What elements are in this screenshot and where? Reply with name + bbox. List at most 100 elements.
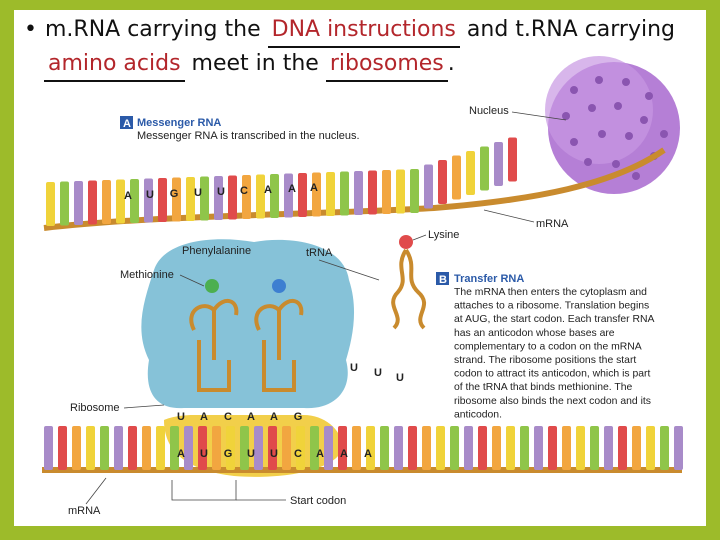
- slide: •m.RNA carrying the DNA instructions and…: [14, 10, 706, 526]
- mrna-bottom-tooth: [632, 426, 641, 470]
- mrna-bottom-tooth: [618, 426, 627, 470]
- mrna-top-tooth: [144, 178, 153, 223]
- panel-b-line: attaches to a ribosome. Translation begi…: [454, 301, 649, 312]
- mrna-top-tooth: [88, 180, 97, 225]
- panel-b-line: at AUG, the start codon. Each transfer R…: [454, 314, 654, 325]
- mrna-bottom-tooth: [156, 426, 165, 470]
- bottom-strand-base: A: [364, 448, 372, 460]
- mrna-top-tooth: [130, 179, 139, 223]
- bottom-strand-base: C: [294, 448, 302, 460]
- blank-amino-acids: amino acids: [44, 48, 185, 82]
- mrna-bottom-tooth: [58, 426, 67, 470]
- mrna-top-tooth: [102, 180, 111, 224]
- mrna-bottom-tooth: [478, 426, 487, 470]
- mrna-bottom-tooth: [254, 426, 263, 470]
- bottom-strand-base: A: [340, 448, 348, 460]
- mrna-top-tooth: [200, 176, 209, 221]
- panel-b-line: of the tRNA that binds methionine. The: [454, 382, 633, 393]
- mrna-bottom-tooth: [436, 426, 445, 470]
- mrna-bottom-tooth: [352, 426, 361, 470]
- mrna-top-tooth: [340, 171, 349, 216]
- label-start-codon: Start codon: [290, 495, 346, 507]
- bottom-strand-base: A: [177, 448, 185, 460]
- label-methionine: Methionine: [120, 269, 174, 281]
- mrna-top-tooth: [60, 181, 69, 226]
- trna-right: [254, 299, 304, 392]
- top-strand-base: C: [240, 185, 248, 197]
- mrna-bottom-tooth: [408, 426, 417, 470]
- panel-b-line: codon to attract its anticodon, which is…: [454, 369, 650, 380]
- anticodon-base: A: [270, 411, 278, 423]
- mrna-bottom-tooth: [240, 426, 249, 470]
- top-strand-base: A: [124, 190, 132, 202]
- mrna-bottom-tooth: [44, 426, 53, 470]
- mrna-bottom-tooth: [86, 426, 95, 470]
- mrna-top-tooth: [74, 181, 83, 225]
- panel-b-line: strand. The ribosome positions the start: [454, 355, 636, 366]
- bullet-text-2: and t.RNA carrying: [466, 17, 676, 42]
- mrna-top-tooth: [228, 175, 237, 220]
- mrna-bottom-tooth: [338, 426, 347, 470]
- panel-b-line: ribosome also binds the next codon and i…: [454, 396, 651, 407]
- mrna-bottom-tooth: [170, 426, 179, 470]
- mrna-top-tooth: [298, 173, 307, 217]
- bullet-text-3: meet in the: [191, 51, 319, 76]
- bottom-strand-base: G: [224, 448, 233, 460]
- anticodon-base: A: [200, 411, 208, 423]
- mrna-bottom-tooth: [450, 426, 459, 470]
- panel-a-letter: A: [123, 118, 131, 130]
- label-trna: tRNA: [306, 247, 333, 259]
- mrna-top-tooth: [326, 172, 335, 216]
- mrna-bottom-tooth: [128, 426, 137, 470]
- top-strand-base: A: [310, 182, 318, 194]
- translation-diagram: A Messenger RNA Messenger RNA is transcr…: [42, 56, 683, 517]
- mrna-bottom-tooth: [646, 426, 655, 470]
- mrna-bottom-tooth: [100, 426, 109, 470]
- mrna-top-tooth: [172, 177, 181, 222]
- mrna-bottom-tooth: [366, 426, 375, 470]
- mrna-bottom-tooth: [114, 426, 123, 470]
- mrna-bottom-tooth: [380, 426, 389, 470]
- mrna-bottom-tooth: [660, 426, 669, 470]
- mrna-top-tooth: [368, 170, 377, 215]
- top-strand-base: A: [288, 183, 296, 195]
- lysine-ball: [399, 235, 413, 249]
- mrna-top-tooth: [284, 173, 293, 218]
- free-trna: [391, 235, 426, 330]
- mrna-top-tooth: [256, 174, 265, 219]
- mrna-top-tooth: [214, 176, 223, 220]
- free-trna-anticodon-base: U: [374, 367, 382, 379]
- mrna-top-tooth: [46, 182, 55, 226]
- bullet-symbol: •: [24, 17, 37, 42]
- panel-b-title: Transfer RNA: [454, 273, 524, 285]
- panel-b-line: The mRNA then enters the cytoplasm and: [454, 287, 647, 298]
- mrna-top-tooth: [382, 170, 391, 214]
- bullet-text: •m.RNA carrying the DNA instructions and…: [24, 14, 696, 82]
- label-mrna-top: mRNA: [536, 218, 569, 230]
- label-mrna-bottom: mRNA: [68, 505, 101, 517]
- mrna-bottom-tooth: [310, 426, 319, 470]
- mrna-top-tooth: [396, 169, 405, 214]
- mrna-bottom-tooth: [422, 426, 431, 470]
- mrna-top-tooth: [424, 164, 433, 209]
- mrna-bottom-tooth: [142, 426, 151, 470]
- mrna-bottom-tooth: [72, 426, 81, 470]
- mrna-bottom-tooth: [674, 426, 683, 470]
- top-strand-base: U: [194, 187, 202, 199]
- mrna-bottom-tooth: [212, 426, 221, 470]
- mrna-top-tooth: [158, 178, 167, 222]
- mrna-bottom-strand: [42, 426, 683, 473]
- mrna-bottom-tooth: [184, 426, 193, 470]
- panel-a-title: Messenger RNA: [137, 117, 221, 129]
- bottom-strand-base: U: [200, 448, 208, 460]
- mrna-bottom-tooth: [296, 426, 305, 470]
- methionine-ball: [205, 279, 219, 293]
- mrna-top-tooth: [186, 177, 195, 221]
- mrna-top-tooth: [116, 179, 125, 224]
- mrna-bottom-tooth: [520, 426, 529, 470]
- mrna-bottom-tooth: [394, 426, 403, 470]
